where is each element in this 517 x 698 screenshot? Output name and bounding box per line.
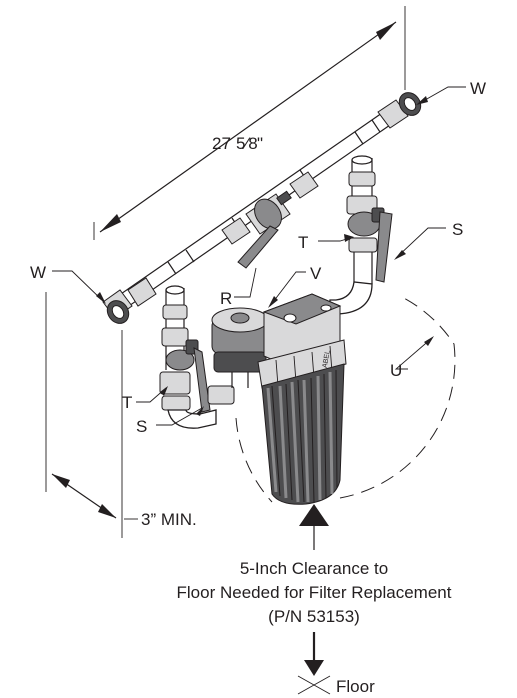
callout-u: U (390, 361, 402, 380)
min-clearance-label: 3” MIN. (141, 510, 197, 529)
inlet-leg (159, 285, 235, 429)
callout-s-left: S (136, 417, 147, 436)
callout-s-right: S (452, 220, 463, 239)
bypass-manifold (102, 92, 422, 324)
clearance-caption: 5-Inch Clearance to Floor Needed for Fil… (177, 559, 452, 626)
callout-w-left: W (30, 263, 46, 282)
housing-label: LABEL (321, 350, 332, 373)
dimension-whole: 27 (212, 134, 231, 153)
floor-label: Floor (336, 677, 375, 696)
outlet-leg (329, 155, 393, 315)
callout-t-right: T (298, 233, 308, 252)
bypass-valve (221, 171, 319, 269)
clearance-arc (235, 295, 456, 503)
min-clearance-dimension: 3” MIN. (45, 292, 197, 538)
right-outlet-fitting (377, 92, 422, 129)
callout-leaders (52, 86, 466, 426)
caption-line-3: (P/N 53153) (268, 607, 360, 626)
caption-line-2: Floor Needed for Filter Replacement (177, 583, 452, 602)
dimension-fraction: 5⁄8 (236, 134, 258, 153)
callout-labels: W W T T S S R V U (30, 79, 486, 436)
clearance-arrow (299, 504, 329, 550)
callout-t-left: T (122, 393, 132, 412)
callout-w-right: W (470, 79, 486, 98)
dimension-inch-mark: " (257, 134, 263, 153)
filter-head: LABEL (211, 293, 347, 389)
filter-housing (261, 363, 345, 505)
callout-v: V (310, 264, 322, 283)
overall-dimension: 27 5⁄8 " (93, 6, 406, 240)
caption-line-1: 5-Inch Clearance to (240, 559, 388, 578)
callout-r: R (220, 289, 232, 308)
solenoid-valve (211, 307, 269, 388)
left-inlet-fitting (102, 277, 157, 324)
floor-indicator: Floor (297, 632, 375, 696)
